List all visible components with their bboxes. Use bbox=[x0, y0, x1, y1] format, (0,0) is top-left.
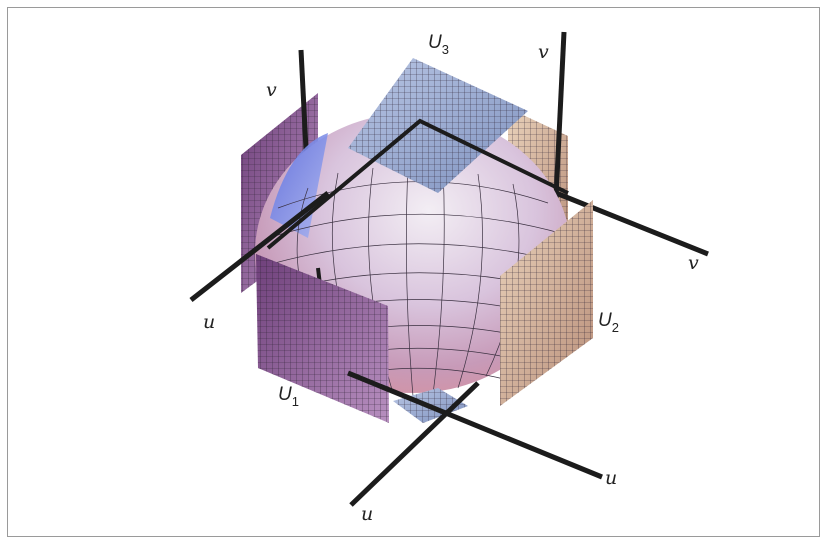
svg-text:U3: U3 bbox=[428, 32, 449, 57]
top-chart-plane-U3 bbox=[348, 58, 528, 193]
label-v-top-left: v bbox=[266, 79, 277, 101]
label-U3-base: U bbox=[428, 32, 442, 53]
v-axis-right bbox=[553, 31, 567, 199]
u-axis-left bbox=[189, 191, 330, 302]
label-U1: U1 bbox=[278, 384, 299, 409]
front-left-chart-plane-U1 bbox=[256, 254, 389, 423]
label-u-bottom: u bbox=[361, 503, 373, 525]
figure-frame: v v v u u u U1 U2 U3 bbox=[7, 7, 820, 537]
label-U2: U2 bbox=[598, 310, 619, 335]
label-U2-base: U bbox=[598, 310, 612, 331]
label-U3-sub: 3 bbox=[442, 42, 449, 57]
sphere-charts-diagram: v v v u u u U1 U2 U3 bbox=[189, 31, 709, 525]
u-axis-bottom bbox=[349, 381, 480, 507]
label-U3: U3 bbox=[428, 32, 449, 57]
svg-text:U1: U1 bbox=[278, 384, 299, 409]
label-U2-sub: 2 bbox=[612, 320, 619, 335]
u-axis-bottom-right bbox=[347, 370, 603, 480]
sphere-longitude-lines bbox=[296, 165, 520, 397]
label-U1-base: U bbox=[278, 384, 292, 405]
label-v-top-right: v bbox=[538, 41, 549, 63]
label-u-left: u bbox=[203, 311, 215, 333]
label-U1-sub: 1 bbox=[292, 394, 299, 409]
front-right-chart-plane-U2 bbox=[500, 200, 593, 406]
label-u-bottom-right: u bbox=[605, 467, 617, 489]
svg-text:U2: U2 bbox=[598, 310, 619, 335]
label-v-right: v bbox=[688, 252, 699, 274]
v-axis-right-horizontal bbox=[555, 190, 709, 257]
